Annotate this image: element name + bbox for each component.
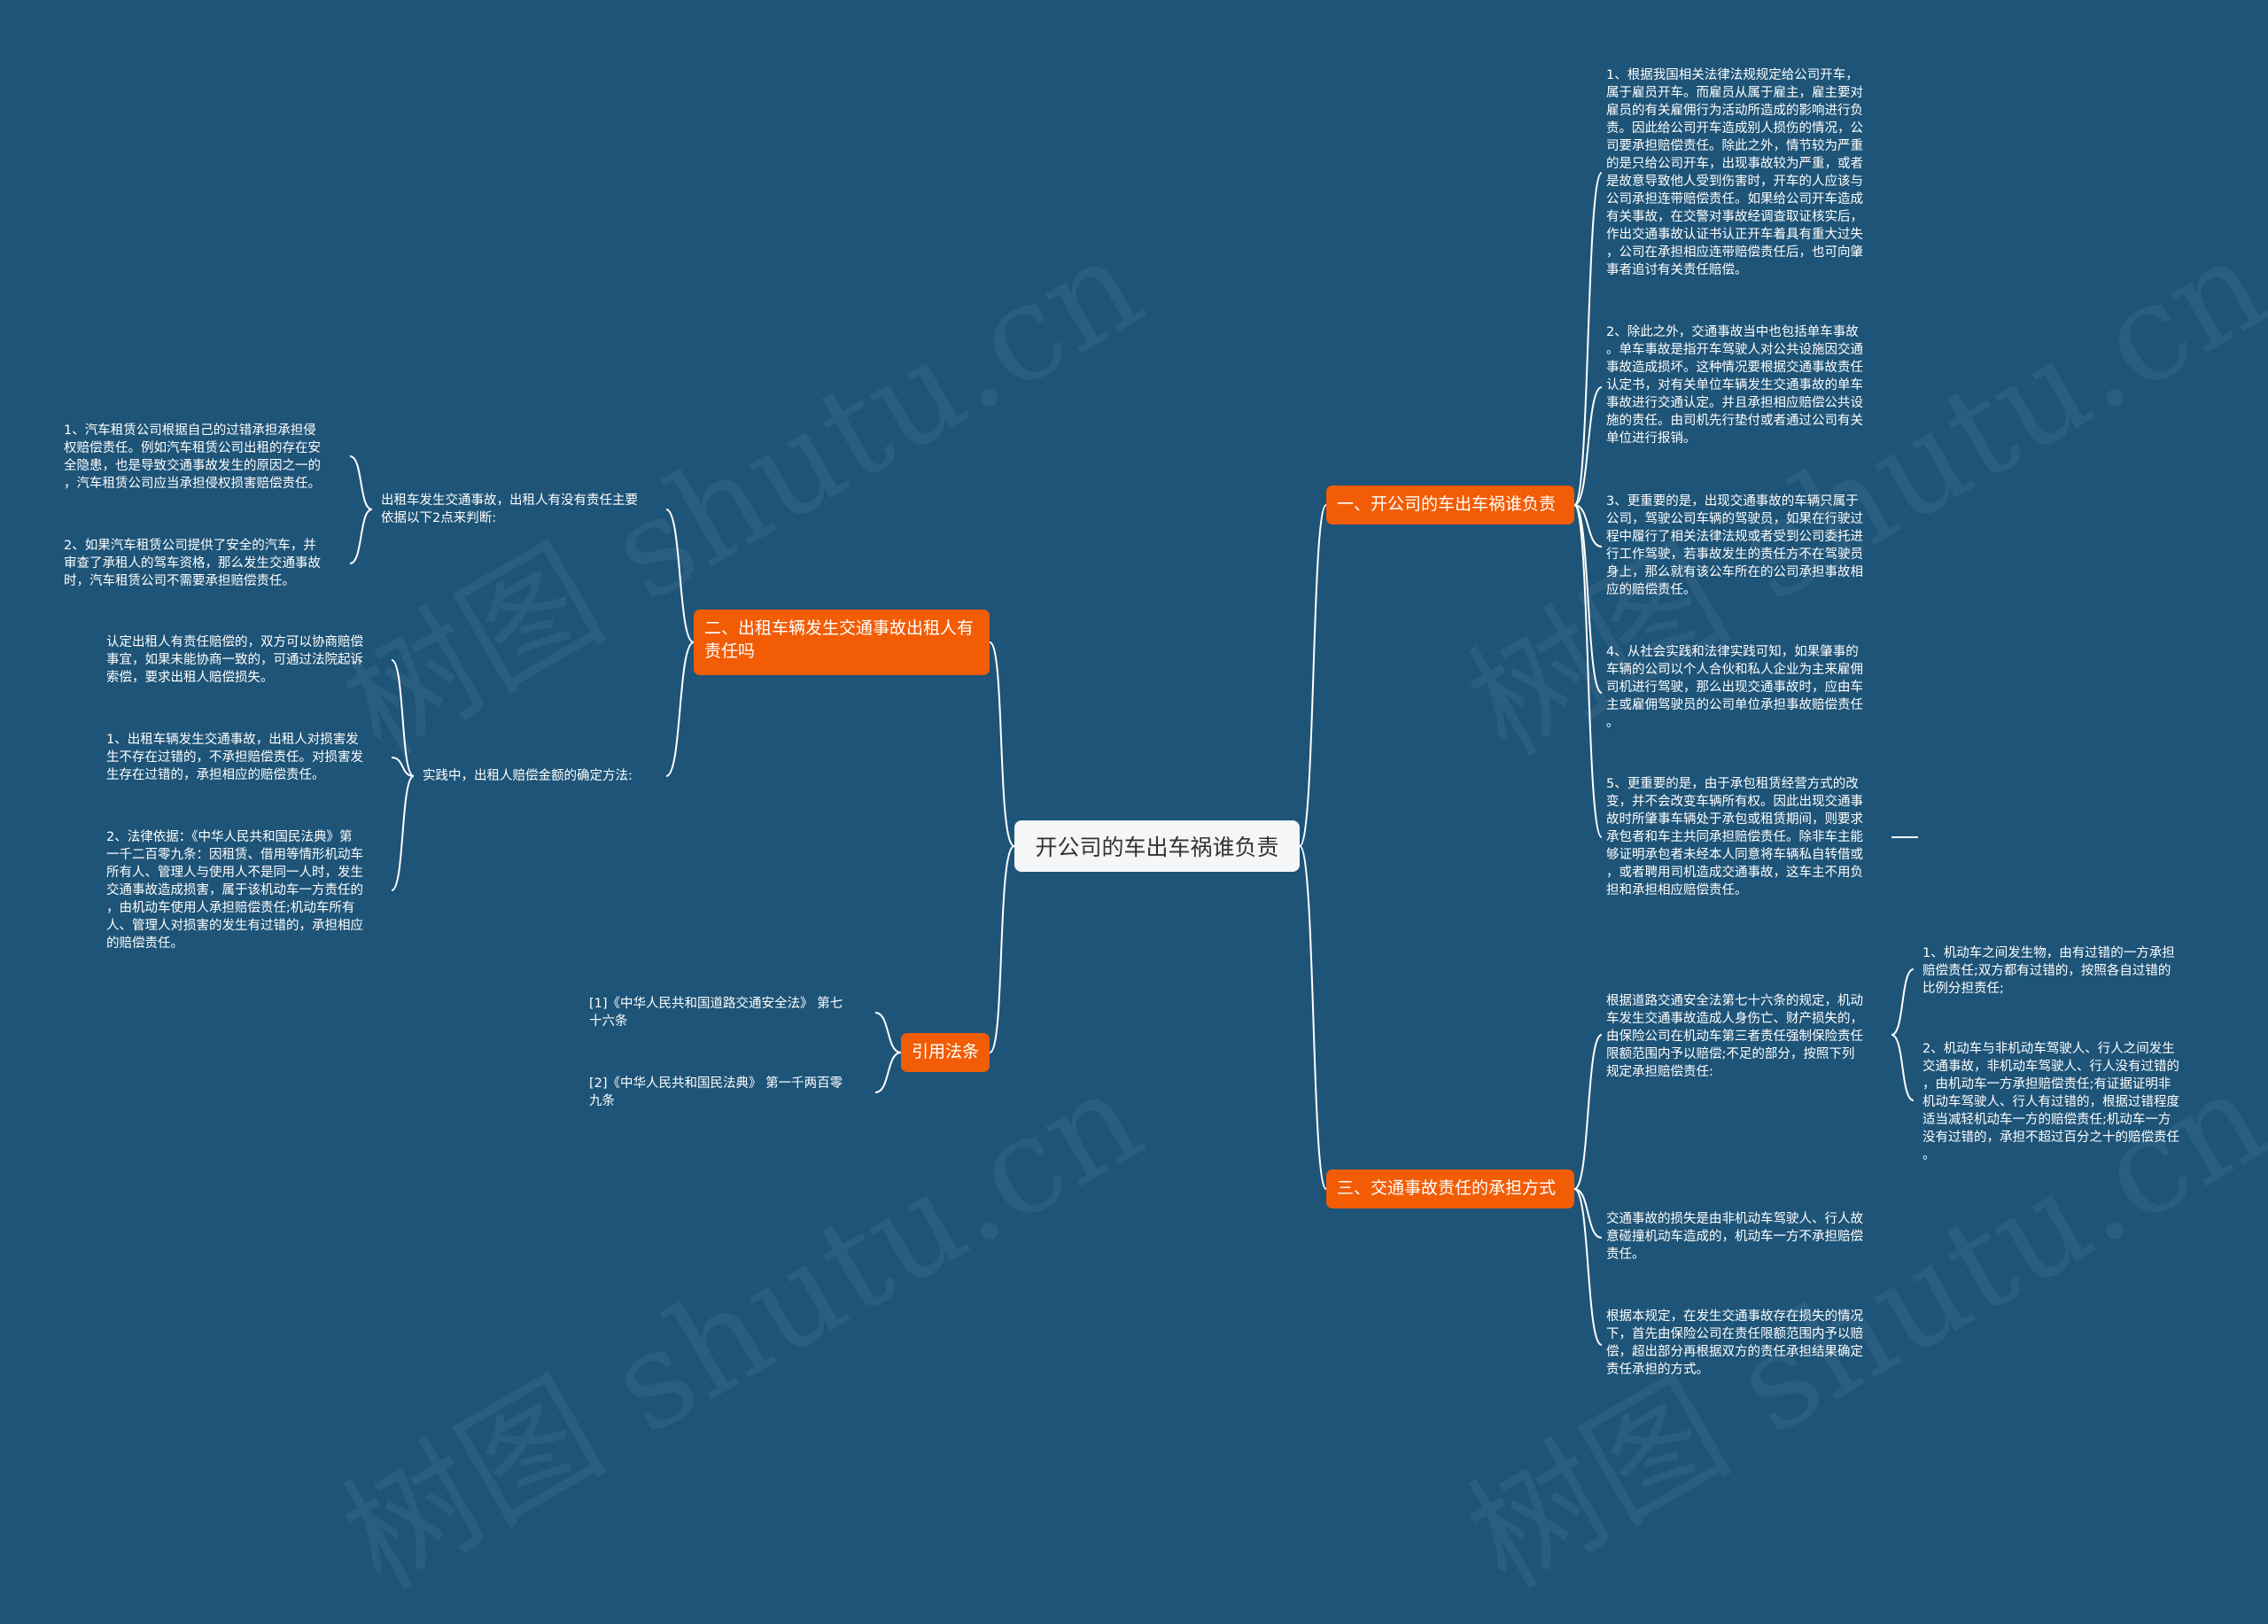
link-b4-item2 bbox=[874, 1052, 902, 1093]
branch-node-1[interactable]: 一、开公司的车出车祸谁负责 bbox=[1326, 486, 1574, 524]
leaf-text: 3、更重要的是，出现交通事故的车辆只属于 公司，驾驶公司车辆的驾驶员，如果在行驶… bbox=[1606, 494, 1863, 597]
link-b2g1-item1 bbox=[349, 455, 373, 510]
link-b1-item5 bbox=[1573, 504, 1603, 838]
link-b1-item2 bbox=[1573, 386, 1603, 506]
branch-node-3[interactable]: 三、交通事故责任的承担方式 bbox=[1326, 1169, 1574, 1208]
root-node[interactable]: 开公司的车出车祸谁负责 bbox=[1014, 820, 1300, 872]
link-b2g2-item2 bbox=[391, 757, 415, 777]
leaf-text: 根据本规定，在发生交通事故存在损失的情况 下，首先由保险公司在责任限额范围内予以… bbox=[1606, 1309, 1863, 1377]
leaf-text: [2]《中华人民共和国民法典》 第一千两百零 九条 bbox=[589, 1076, 843, 1108]
link-b3g-sub1 bbox=[1891, 968, 1915, 1036]
group-label: 出租车发生交通事故，出租人有没有责任主要 依据以下2点来判断: bbox=[381, 493, 638, 525]
link-b2g1-item2 bbox=[349, 509, 373, 564]
leaf-text: 2、法律依据：《中华人民共和国民法典》第 一千二百零九条：因租赁、借用等情形机动… bbox=[106, 830, 363, 951]
branch-node-4[interactable]: 引用法条 bbox=[901, 1033, 990, 1072]
leaf-text: 2、除此之外，交通事故当中也包括单车事故 。单车事故是指开车驾驶人对公共设施因交… bbox=[1606, 325, 1863, 446]
leaf-text: 1、根据我国相关法律法规规定给公司开车， 属于雇员开车。而雇员从属于雇主，雇主要… bbox=[1606, 68, 1863, 277]
link-root-branch1 bbox=[1299, 504, 1327, 847]
group-label: 根据道路交通安全法第七十六条的规定，机动 车发生交通事故造成人身伤亡、财产损失的… bbox=[1606, 994, 1863, 1079]
leaf-text: 5、更重要的是，由于承包租赁经营方式的改 变，并不会改变车辆所有权。因此出现交通… bbox=[1606, 777, 1863, 897]
link-b2g2-item1 bbox=[391, 659, 415, 777]
leaf-text: 交通事故的损失是由非机动车驾驶人、行人故 意碰撞机动车造成的，机动车一方不承担赔… bbox=[1606, 1212, 1863, 1262]
leaf-text: 2、如果汽车租赁公司提供了安全的汽车，并 审查了承租人的驾车资格，那么发生交通事… bbox=[64, 539, 321, 588]
branch-node-2[interactable]: 二、出租车辆发生交通事故出租人有责任吗 bbox=[694, 610, 990, 675]
link-b2-group2 bbox=[665, 641, 695, 777]
leaf-text: 4、从社会实践和法律实践可知，如果肇事的 车辆的公司以个人合伙和私人企业为主来雇… bbox=[1606, 645, 1863, 730]
link-b1-item3 bbox=[1573, 504, 1603, 548]
link-b2-group1 bbox=[665, 509, 695, 643]
link-b1-item1 bbox=[1573, 172, 1603, 506]
link-root-branch4 bbox=[989, 845, 1015, 1053]
group-label: 实践中，出租人赔偿金额的确定方法: bbox=[423, 769, 633, 783]
leaf-text: 1、汽车租赁公司根据自己的过错承担承担侵 权赔偿责任。例如汽车租赁公司出租的存在… bbox=[64, 423, 321, 491]
link-b3-item1 bbox=[1573, 1188, 1603, 1239]
leaf-text: 1、出租车辆发生交通事故，出租人对损害发 生不存在过错的，不承担赔偿责任。对损害… bbox=[106, 733, 363, 782]
link-b3-item2 bbox=[1573, 1188, 1603, 1346]
link-root-branch2 bbox=[989, 641, 1015, 847]
link-b1-item4 bbox=[1573, 504, 1603, 694]
leaf-text: 1、机动车之间发生物，由有过错的一方承担 赔偿责任;双方都有过错的，按照各自过错… bbox=[1922, 946, 2175, 996]
link-b4-item1 bbox=[874, 1012, 902, 1053]
leaf-text: [1]《中华人民共和国道路交通安全法》 第七 十六条 bbox=[589, 997, 843, 1029]
link-b3-group bbox=[1573, 1034, 1603, 1190]
mindmap-canvas: 树图 shutu.cn 树图 shutu.cn 树图 shutu.cn 树图 s… bbox=[64, 68, 2268, 1618]
link-b3g-sub2 bbox=[1891, 1034, 1915, 1101]
link-root-branch3 bbox=[1299, 845, 1327, 1190]
leaf-text: 认定出租人有责任赔偿的，双方可以协商赔偿 事宜，如果未能协商一致的，可通过法院起… bbox=[106, 635, 363, 685]
link-b2g2-item3 bbox=[391, 775, 415, 891]
leaf-text: 2、机动车与非机动车驾驶人、行人之间发生 交通事故，非机动车驾驶人、行人没有过错… bbox=[1922, 1042, 2179, 1162]
connector-lines bbox=[349, 172, 1918, 1346]
